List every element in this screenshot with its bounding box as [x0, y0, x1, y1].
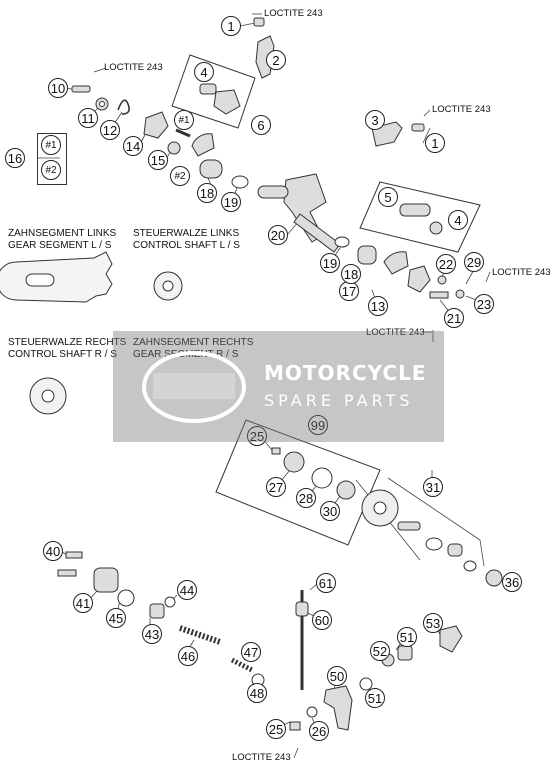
- callout-sub-2: #2: [170, 166, 190, 186]
- loctite-label: LOCTITE 243: [104, 62, 163, 73]
- callout-4: 4: [448, 210, 468, 230]
- callout-30: 30: [320, 501, 340, 521]
- callout-12: 12: [100, 120, 120, 140]
- watermark-title: MOTORCYCLE: [264, 361, 427, 385]
- callout-1: 1: [221, 16, 241, 36]
- callout-47: 47: [241, 642, 261, 662]
- callout-28: 28: [296, 488, 316, 508]
- callout-99: 99: [308, 415, 328, 435]
- callout-4: 4: [194, 62, 214, 82]
- callout-51: 51: [365, 688, 385, 708]
- callout-3: 3: [365, 110, 385, 130]
- callout-46: 46: [178, 646, 198, 666]
- callout-20: 20: [268, 225, 288, 245]
- callout-2: 2: [266, 50, 286, 70]
- callout-6: 6: [251, 115, 271, 135]
- callout-36: 36: [502, 572, 522, 592]
- caption-gear-segment-left: ZAHNSEGMENT LINKS GEAR SEGMENT L / S: [8, 228, 117, 251]
- callout-18: 18: [341, 264, 361, 284]
- callout-25: 25: [247, 426, 267, 446]
- callout-25: 25: [266, 719, 286, 739]
- callout-15: 15: [148, 150, 168, 170]
- callout-19: 19: [320, 253, 340, 273]
- callout-11: 11: [78, 108, 98, 128]
- callout-5: 5: [378, 187, 398, 207]
- caption-control-shaft-left: STEUERWALZE LINKS CONTROL SHAFT L / S: [133, 228, 240, 251]
- watermark-logo: [142, 351, 246, 423]
- callout-27: 27: [266, 477, 286, 497]
- loctite-label: LOCTITE 243: [232, 752, 291, 763]
- loctite-label: LOCTITE 243: [264, 8, 323, 19]
- callout-40: 40: [43, 541, 63, 561]
- callout-44: 44: [177, 580, 197, 600]
- callout-31: 31: [423, 477, 443, 497]
- callout-14: 14: [123, 136, 143, 156]
- callout-29: 29: [464, 252, 484, 272]
- callout-19: 19: [221, 192, 241, 212]
- loctite-label: LOCTITE 243: [432, 104, 491, 115]
- callout-sub-2: #2: [41, 160, 61, 180]
- loctite-label: LOCTITE 243: [492, 267, 551, 278]
- callout-23: 23: [474, 294, 494, 314]
- callout-61: 61: [316, 573, 336, 593]
- callout-22: 22: [436, 254, 456, 274]
- callout-16-box: [37, 133, 67, 185]
- callout-16: 16: [5, 148, 25, 168]
- callout-10: 10: [48, 78, 68, 98]
- callout-48: 48: [247, 683, 267, 703]
- loctite-label: LOCTITE 243: [366, 327, 425, 338]
- callout-51: 51: [397, 627, 417, 647]
- callout-52: 52: [370, 641, 390, 661]
- callout-53: 53: [423, 613, 443, 633]
- callout-43: 43: [142, 624, 162, 644]
- callout-1: 1: [425, 133, 445, 153]
- callout-18: 18: [197, 183, 217, 203]
- callout-26: 26: [309, 721, 329, 741]
- callout-41: 41: [73, 593, 93, 613]
- watermark: MOTORCYCLE SPARE PARTS: [113, 331, 444, 442]
- callout-60: 60: [312, 610, 332, 630]
- callout-50: 50: [327, 666, 347, 686]
- callout-13: 13: [368, 296, 388, 316]
- callout-sub-1: #1: [174, 110, 194, 130]
- callout-45: 45: [106, 608, 126, 628]
- callout-21: 21: [444, 308, 464, 328]
- caption-control-shaft-right: STEUERWALZE RECHTS CONTROL SHAFT R / S: [8, 337, 127, 360]
- callout-sub-1: #1: [41, 135, 61, 155]
- watermark-subtitle: SPARE PARTS: [264, 391, 414, 410]
